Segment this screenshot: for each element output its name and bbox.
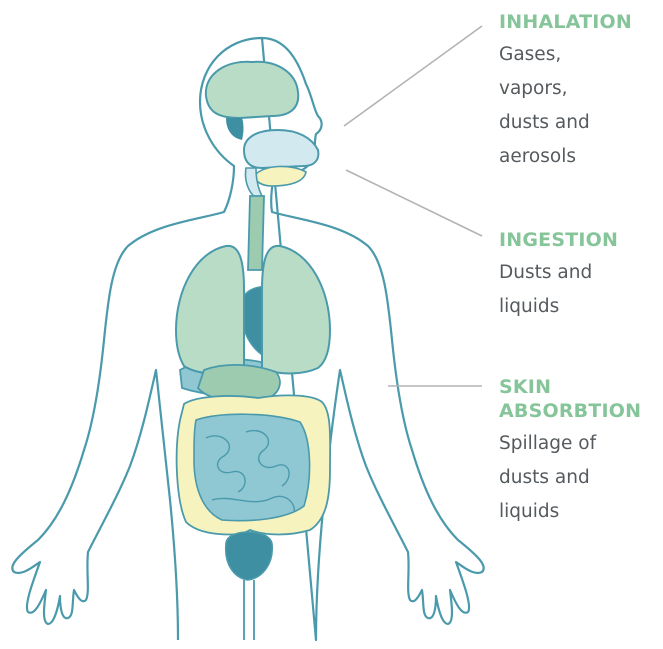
- right-lung: [262, 246, 330, 374]
- brainstem: [226, 118, 244, 140]
- route-desc-line: liquids: [499, 495, 663, 529]
- route-desc-ingestion: Dusts and liquids: [499, 256, 663, 324]
- bladder: [226, 532, 272, 580]
- route-title-inhalation: INHALATION: [499, 10, 663, 34]
- brain: [206, 62, 298, 118]
- route-title-ingestion: INGESTION: [499, 228, 663, 252]
- route-desc-line: Gases,: [499, 38, 663, 72]
- route-skin-absorption: SKIN ABSORBTION Spillage of dusts and li…: [499, 375, 663, 529]
- route-desc-line: vapors,: [499, 72, 663, 106]
- route-desc-line: dusts and: [499, 106, 663, 140]
- nasal-cavity: [244, 130, 318, 168]
- tongue: [254, 166, 306, 186]
- route-desc-line: dusts and: [499, 461, 663, 495]
- urethra: [244, 580, 254, 640]
- route-inhalation: INHALATION Gases, vapors, dusts and aero…: [499, 10, 663, 174]
- ingestion-leader-line: [346, 170, 482, 236]
- route-desc-inhalation: Gases, vapors, dusts and aerosols: [499, 38, 663, 174]
- left-lung: [176, 246, 244, 374]
- route-desc-line: Dusts and: [499, 256, 663, 290]
- route-desc-line: aerosols: [499, 140, 663, 174]
- route-desc-line: liquids: [499, 290, 663, 324]
- route-desc-line: Spillage of: [499, 427, 663, 461]
- inhalation-leader-line: [344, 26, 482, 126]
- route-desc-skin-absorption: Spillage of dusts and liquids: [499, 427, 663, 529]
- route-title-skin-absorption: SKIN ABSORBTION: [499, 375, 663, 423]
- route-ingestion: INGESTION Dusts and liquids: [499, 228, 663, 324]
- trachea: [248, 196, 264, 270]
